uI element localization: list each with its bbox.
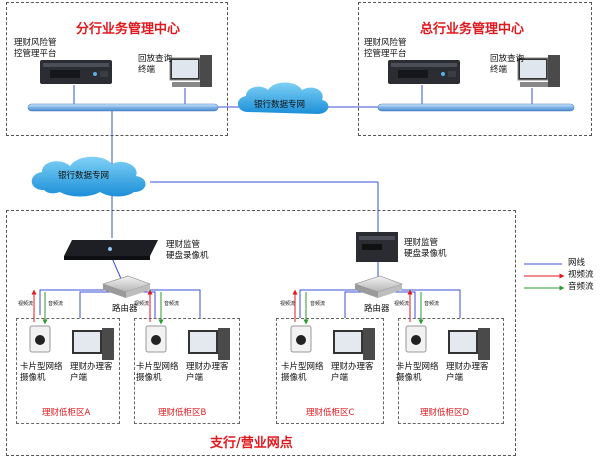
legend-lines <box>524 263 565 291</box>
zone-d-audio-tag: 音频流 <box>424 301 440 307</box>
zone-c-client-label: 理财办理客 户端 <box>331 362 374 383</box>
zone-b-devices <box>145 325 230 360</box>
zone-a-title: 理财低柜区A <box>42 408 91 418</box>
zone-d-title: 理财低柜区D <box>420 408 470 418</box>
zone-c-devices <box>290 325 375 360</box>
pc-head <box>517 55 560 87</box>
zone-b-client-label: 理财办理客 户端 <box>186 362 229 383</box>
zone-c-camera-label: 卡片型网络 摄像机 <box>281 362 324 383</box>
zone-d-camera-label: 卡片型网络 摄像机 <box>396 362 439 383</box>
upper-cloud-label: 银行数据专网 <box>254 100 306 110</box>
router-left-label: 路由器 <box>112 304 138 314</box>
router-left <box>102 275 151 298</box>
zone-a-client-label: 理财办理客 户端 <box>70 362 113 383</box>
router-right-label: 路由器 <box>364 304 390 314</box>
zone-b <box>134 318 240 424</box>
cloud-lower <box>31 156 146 197</box>
zone-b-audio-tag: 音频流 <box>164 301 180 307</box>
branch-outlet-title: 支行/营业网点 <box>210 436 293 451</box>
zone-d-devices <box>405 325 490 360</box>
stream-flows <box>31 289 424 325</box>
region-branch-outlet <box>6 210 516 456</box>
server-branch <box>40 60 112 84</box>
legend-audio: 音频流 <box>568 282 594 292</box>
zone-c <box>276 318 384 424</box>
zone-a-video-tag: 视频流 <box>18 301 34 307</box>
legend-network: 网线 <box>568 258 586 268</box>
zone-a-devices <box>29 325 114 360</box>
cloud-upper <box>237 82 329 114</box>
zone-a-audio-tag: 音频流 <box>48 301 64 307</box>
legend-video: 视频流 <box>568 270 594 280</box>
zone-d <box>398 318 504 424</box>
zone-a-camera-label: 卡片型网络 摄像机 <box>20 362 63 383</box>
pc-branch <box>169 55 212 87</box>
zone-d-video-tag: 视频流 <box>394 301 410 307</box>
zone-b-camera-label: 卡片型网络 摄像机 <box>136 362 179 383</box>
region-head-center <box>358 2 592 136</box>
zone-b-title: 理财低柜区B <box>158 408 207 418</box>
branch-terminal-label: 回放查询 终端 <box>138 54 173 75</box>
region-branch-center <box>6 2 228 136</box>
head-center-title: 总行业务管理中心 <box>420 22 525 37</box>
nvr-left <box>64 240 158 260</box>
zone-c-video-tag: 视频流 <box>280 301 296 307</box>
nvr-right-label: 理财监管 硬盘录像机 <box>404 238 447 259</box>
head-terminal-label: 回放查询 终端 <box>490 54 525 75</box>
server-head <box>388 60 460 84</box>
lower-cloud-label: 银行数据专网 <box>58 171 110 181</box>
branch-platform-label: 理财风险管 控管理平台 <box>14 38 57 59</box>
branch-center-title: 分行业务管理中心 <box>76 22 181 37</box>
nvr-left-label: 理财监管 硬盘录像机 <box>166 240 209 261</box>
zone-d-client-label: 理财办理客 户端 <box>446 362 489 383</box>
zone-c-title: 理财低柜区C <box>306 408 355 418</box>
router-right <box>354 275 403 298</box>
network-lines <box>39 85 533 318</box>
head-platform-label: 理财风险管 控管理平台 <box>364 38 407 59</box>
zone-a <box>16 318 120 424</box>
zone-c-audio-tag: 音频流 <box>310 301 326 307</box>
nvr-right <box>356 232 398 262</box>
zone-b-video-tag: 视频流 <box>134 301 150 307</box>
